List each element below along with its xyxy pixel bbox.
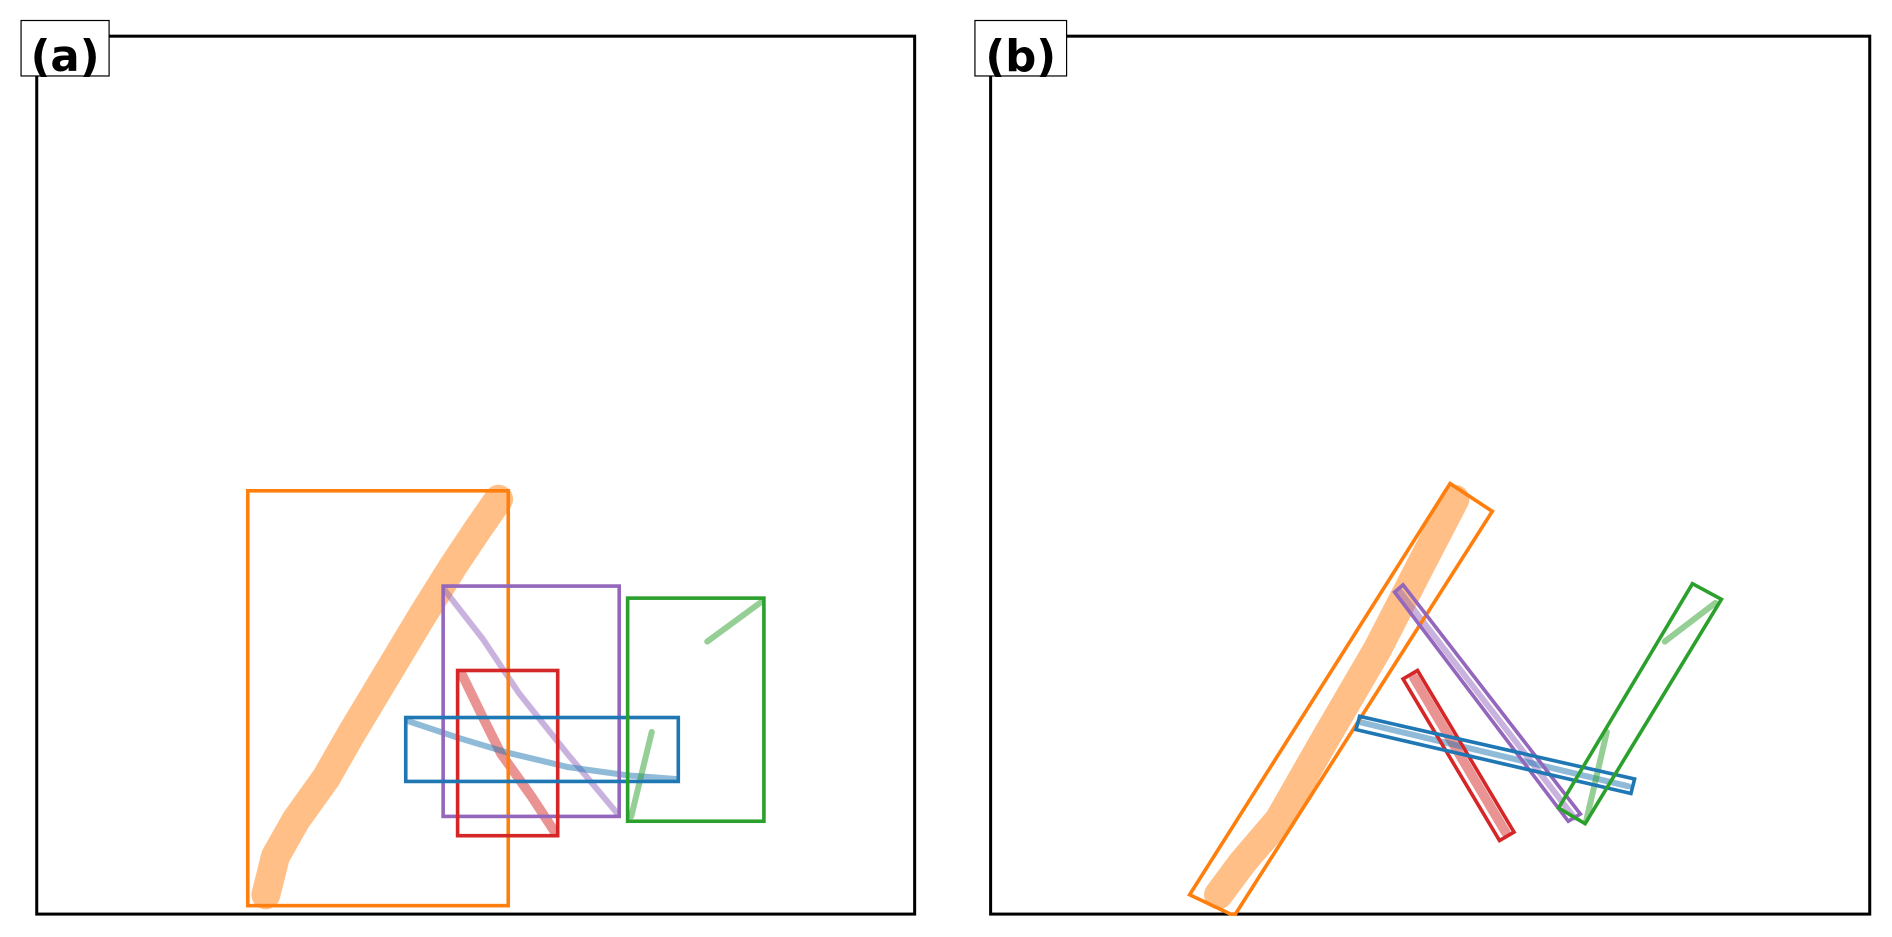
green-stroke xyxy=(704,598,765,645)
green-stroke xyxy=(1661,599,1719,645)
red-oriented-box xyxy=(1400,668,1517,843)
purple-stroke xyxy=(1396,587,1578,821)
blue-oriented-box xyxy=(1353,714,1637,796)
orange-oriented-box xyxy=(1186,481,1495,916)
red-bounding-box xyxy=(455,668,560,838)
green-bounding-box xyxy=(625,596,766,824)
panel-a: (a) xyxy=(20,19,917,916)
purple-oriented-box xyxy=(1392,582,1583,824)
green-stroke xyxy=(628,728,655,820)
panel-b-frame xyxy=(989,34,1872,916)
panel-b-label-box xyxy=(974,19,1068,77)
orange-stroke xyxy=(251,484,514,910)
blue-stroke xyxy=(1357,719,1632,790)
orange-stroke xyxy=(1204,484,1470,910)
orange-bounding-box xyxy=(245,489,511,908)
green-oriented-box xyxy=(1556,581,1724,827)
panel-a-label-box xyxy=(20,19,110,77)
purple-bounding-box xyxy=(441,584,622,819)
panel-a-frame xyxy=(35,34,917,916)
panel-b: (b) xyxy=(974,19,1872,916)
purple-stroke xyxy=(441,586,620,816)
panel-a-label: (a) xyxy=(31,32,100,82)
green-stroke xyxy=(1583,728,1610,824)
panel-b-label: (b) xyxy=(985,32,1056,82)
blue-stroke xyxy=(405,718,679,783)
blue-bounding-box xyxy=(403,715,681,784)
